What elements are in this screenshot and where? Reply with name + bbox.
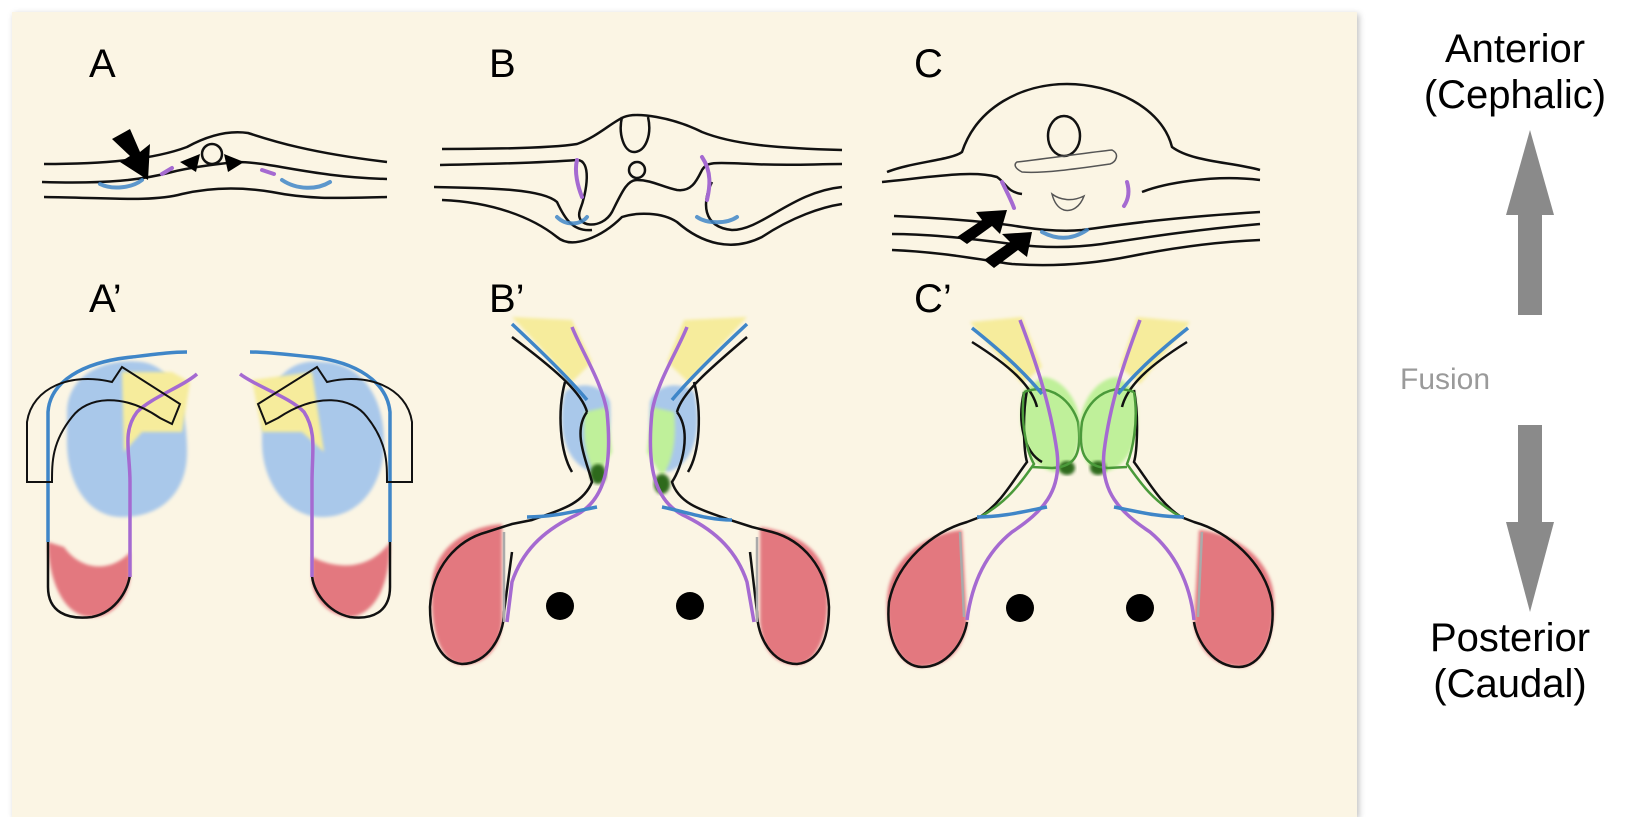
panel-label-c-prime: C’: [914, 277, 952, 322]
section-a: [42, 132, 387, 199]
view-a-prime: [27, 352, 412, 618]
dot-marker: [676, 592, 704, 620]
fusion-label: Fusion: [1400, 363, 1490, 397]
orientation-arrows: [1500, 130, 1560, 640]
view-c-prime: [887, 317, 1274, 667]
arrow-icon: [957, 210, 1007, 244]
posterior-text: Posterior: [1380, 615, 1640, 661]
panel-label-a-prime: A’: [89, 277, 122, 322]
section-b: [434, 115, 842, 245]
down-arrow-icon: [1506, 425, 1554, 612]
up-arrow-icon: [1506, 130, 1554, 315]
dot-marker: [1006, 594, 1034, 622]
embryo-diagram: [12, 12, 1357, 817]
figure-panel: A B C A’ B’ C’: [12, 12, 1357, 817]
anterior-text: Anterior: [1385, 26, 1645, 72]
panel-label-c: C: [914, 42, 943, 87]
arrow-icon: [112, 129, 150, 180]
posterior-label: Posterior (Caudal): [1380, 615, 1640, 707]
cephalic-text: (Cephalic): [1385, 72, 1645, 118]
caudal-text: (Caudal): [1380, 661, 1640, 707]
panel-label-a: A: [89, 42, 116, 87]
anterior-label: Anterior (Cephalic): [1385, 26, 1645, 118]
section-c-arrows: [957, 210, 1032, 268]
arrowhead-icon: [224, 154, 244, 172]
view-b-prime: [430, 317, 829, 664]
dot-marker: [546, 592, 574, 620]
panel-label-b: B: [489, 42, 516, 87]
dot-marker: [1126, 594, 1154, 622]
section-c-notochord-shapes: [1015, 150, 1116, 210]
section-a-arrows: [112, 129, 244, 180]
panel-label-b-prime: B’: [489, 277, 525, 322]
